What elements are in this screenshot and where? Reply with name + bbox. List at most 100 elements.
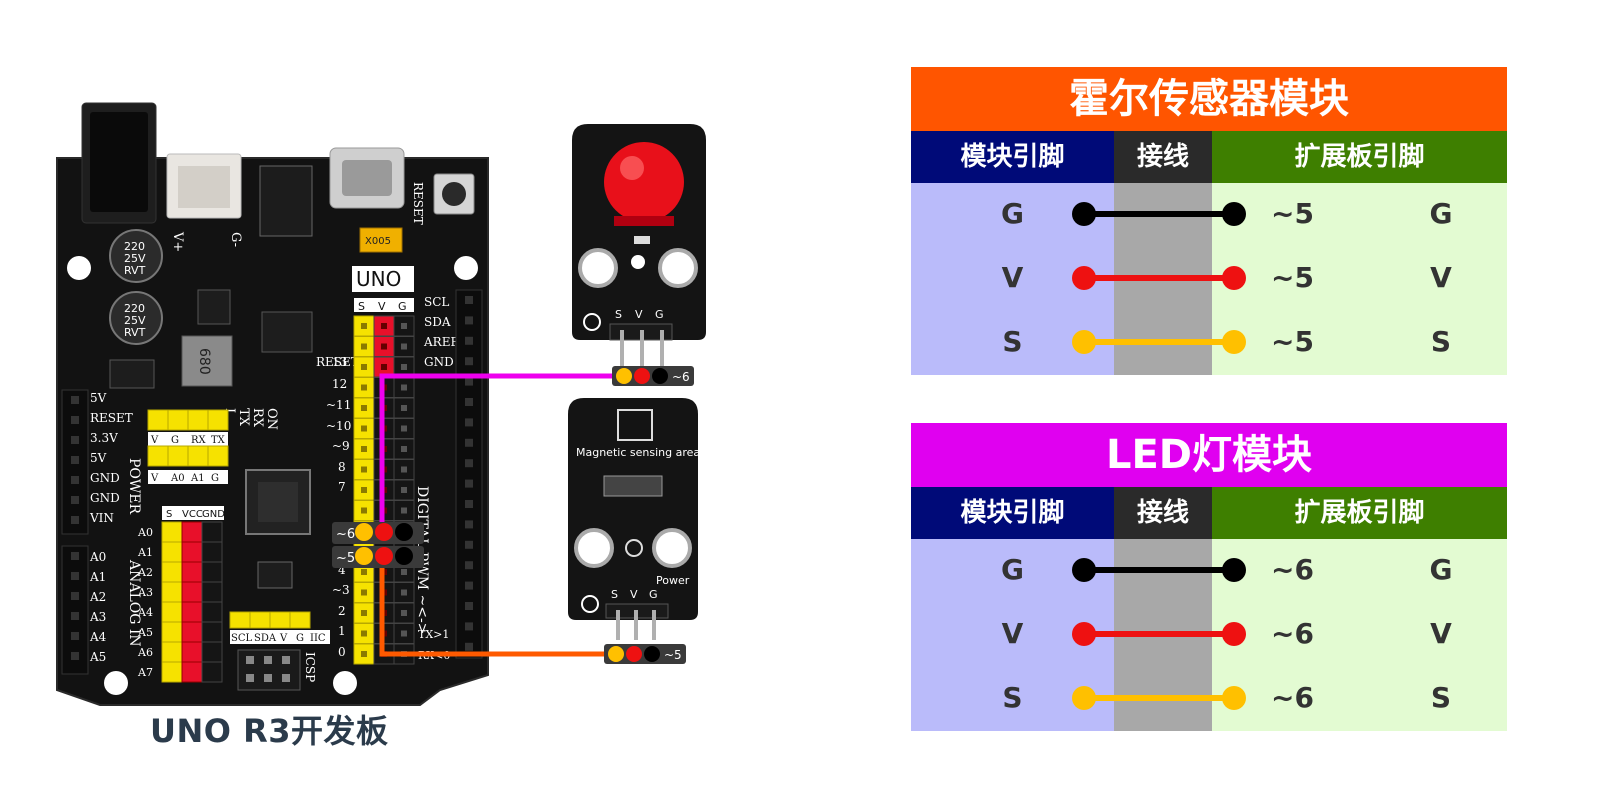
table-row: G ~5 G [911,183,1507,247]
mount-hole [67,256,91,280]
table-row: S ~6 S [911,667,1507,731]
wire-line [1082,567,1232,573]
table-body: G ~6 G V ~6 V S ~6 S [911,539,1507,731]
hall-sensor [603,475,663,497]
pin-label: A4 [89,630,107,644]
pin-label: A5 [89,650,106,664]
wire-end [1072,686,1096,710]
led-pin-v: V [635,308,643,321]
gminus-label: G- [228,232,243,247]
pin-label: 1 [338,624,346,638]
uart-label: G [171,435,179,446]
pin-label: RESET [90,411,133,425]
regulator-chip [197,289,231,325]
pin-label: 13 [332,355,347,369]
pin-label: 4 [338,563,346,577]
pin-label: ~11 [326,398,351,412]
wire-end [1222,558,1246,582]
wire-end [1072,558,1096,582]
ext-pin: S [1430,681,1452,714]
chip [257,561,293,589]
pin-label: 0 [338,645,346,659]
analog-small-label: A1 [190,473,205,484]
pin-label: A3 [89,610,106,624]
i2c-label: SCL [231,633,253,644]
wire-line [1082,339,1232,345]
inductor-label: 680 [196,348,212,375]
led-icon [631,255,645,269]
pin-label: A4 [137,606,153,619]
pin-label: A2 [137,566,153,579]
plug-board-6-label: ~6 [336,527,355,542]
i2c-label: G [296,633,304,644]
module-pin: G [1001,197,1024,230]
i2c-label: SDA [254,633,277,644]
digital-icon [581,595,599,613]
pin-label: GND [90,491,120,505]
pin-label-sda: SDA [424,315,451,329]
table-row: V ~6 V [911,603,1507,667]
wire-line [1082,695,1232,701]
cap1-line2: 25V [124,252,146,265]
chip [109,359,155,389]
wire-end [1072,266,1096,290]
pin-label-gnd: GND [424,355,454,369]
ext-pin: G [1429,197,1453,230]
cap2-line2: 25V [124,314,146,327]
wire-end [1072,622,1096,646]
board-caption: UNO R3开发板 [150,712,389,750]
mount-hole [454,256,478,280]
pin-label: GND [90,471,120,485]
uno-board: V+ G- RESET X005 220 25V RVT 220 25V RVT… [56,102,489,706]
table-header: 模块引脚 接线 扩展板引脚 [911,487,1507,539]
led-label: TX [236,408,251,427]
mount-hole [574,528,614,568]
reset-label: RESET [411,182,425,225]
analog-header [161,521,223,683]
analog-title: ANALOG IN [126,559,142,647]
pin-label: A2 [89,590,106,604]
plug-board-5-label: ~5 [336,551,355,566]
svg-col-g: G [398,300,407,313]
icsp-label: ICSP [303,652,317,682]
analog-small-label: V [150,473,159,484]
female-header-right [455,289,483,659]
led-label: ON [264,408,279,430]
module-pin: V [1001,617,1024,650]
col-wiring: 接线 [1114,487,1212,539]
led-module: S V G [572,124,706,370]
board-port: ~6 [1271,553,1314,586]
lower-col-s: S [166,509,172,520]
lower-col-vcc: VCC [182,509,203,520]
wire-line [1082,631,1232,637]
mount-hole [104,671,128,695]
wire-led [379,373,624,532]
led-bulb [604,142,684,222]
plug-led-module: ~6 [612,366,694,386]
hall-wiring-table: 霍尔传感器模块 模块引脚 接线 扩展板引脚 G ~5 G V ~5 V S [911,67,1507,375]
hall-module: Magnetic sensing area Power S V G [568,398,700,640]
module-pin: S [1002,325,1023,358]
table-title: LED灯模块 [911,423,1507,487]
capacitor: 220 25V RVT [109,229,163,283]
pin-label: A3 [137,586,153,599]
power-title: POWER [126,458,142,515]
led-label: RX [250,408,265,428]
plug-hall-module: ~5 [604,644,686,664]
i2c-label: V [279,633,288,644]
hall-pin-g: G [649,588,658,601]
hall-pin-s: S [611,588,618,601]
mount-hole [333,671,357,695]
vplus-label: V+ [170,231,185,252]
pin-label-aref: AREF [423,335,459,349]
wire-end [1222,622,1246,646]
led-pin-g: G [655,308,664,321]
cap2-line3: RVT [124,326,146,339]
board-port: ~5 [1271,197,1314,230]
pin-label: 3.3V [90,431,118,445]
